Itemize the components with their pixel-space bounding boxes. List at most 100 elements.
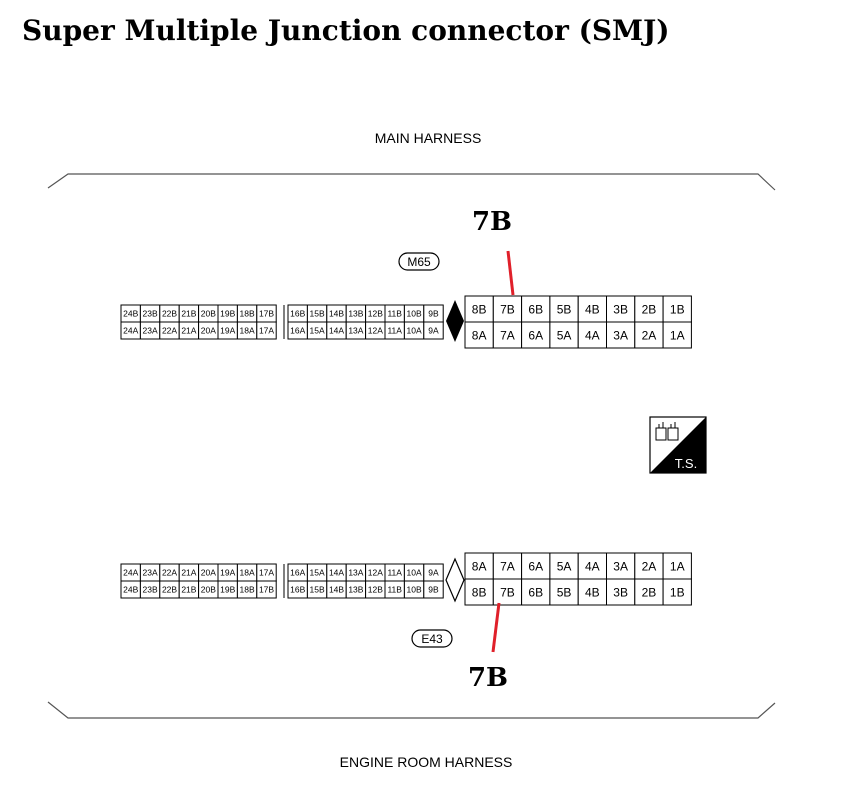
- m65-mid-pin-label: 9B: [428, 309, 439, 319]
- m65-right-pin-label: 3A: [613, 328, 628, 342]
- m65-right-pin-cell: [634, 295, 664, 323]
- e43-right-pin-cell: [634, 552, 664, 580]
- m65-right-pin-label: 5B: [557, 302, 572, 316]
- m65-mid-pin-cell: [423, 321, 444, 340]
- e43-right-pin-cell: [606, 552, 636, 580]
- m65-right-pin-cell: [606, 295, 636, 323]
- m65-right-pin-label: 4A: [585, 328, 600, 342]
- m65-left-pin-label: 20B: [201, 309, 216, 319]
- e43-left-pin-label: 19A: [220, 568, 235, 578]
- m65-left-pin-label: 22B: [162, 309, 177, 319]
- e43-mid-pin-label: 10A: [407, 568, 422, 578]
- ts-badge-triangle: [650, 417, 706, 473]
- e43-left-pin-label: 23B: [143, 585, 158, 595]
- m65-mid-pin-label: 11B: [387, 309, 402, 319]
- m65-right-pin-cell: [492, 321, 523, 349]
- ts-badge: T.S.: [649, 416, 707, 474]
- e43-right-pin-label: 1A: [670, 559, 685, 573]
- m65-callout-line: [506, 250, 515, 296]
- m65-mid-pin-label: 11A: [387, 326, 402, 336]
- m65-left-pin-label: 19A: [220, 326, 235, 336]
- e43-diamond-key: [445, 557, 465, 603]
- m65-mid-pin-label: 16B: [290, 309, 305, 319]
- e43-right-pin-cell: [492, 552, 523, 580]
- e43-right-pin-label: 4B: [585, 585, 600, 599]
- e43-right-pin-cell: [492, 578, 523, 606]
- e43-left-pin-label: 21B: [181, 585, 196, 595]
- e43-right-pin-label: 2A: [642, 559, 657, 573]
- m65-right-pin-label: 1A: [670, 328, 685, 342]
- m65-mid-pin-label: 16A: [290, 326, 305, 336]
- m65-id-badge: [398, 252, 440, 271]
- e43-mid-pin-label: 9A: [428, 568, 439, 578]
- e43-mid-pin-label: 15A: [310, 568, 325, 578]
- e43-mid-pin-label: 16B: [290, 585, 305, 595]
- m65-right-pin-label: 4B: [585, 302, 600, 316]
- e43-left-pin-label: 24A: [123, 568, 138, 578]
- e43-mid-pin-label: 13A: [348, 568, 363, 578]
- frame-bottom-line: [47, 701, 776, 719]
- m65-left-pin-label: 19B: [220, 309, 235, 319]
- e43-right-pin-label: 5A: [557, 559, 572, 573]
- e43-mid-pin-label: 12A: [368, 568, 383, 578]
- m65-right-pin-label: 1B: [670, 302, 685, 316]
- m65-right-pin-label: 6B: [528, 302, 543, 316]
- e43-right-pin-label: 1B: [670, 585, 685, 599]
- e43-right-pin-label: 6A: [528, 559, 543, 573]
- m65-right-pin-label: 3B: [613, 302, 628, 316]
- page-title: Super Multiple Junction connector (SMJ): [22, 14, 670, 47]
- m65-left-pin-label: 24B: [123, 309, 138, 319]
- e43-right-pin-cell: [662, 552, 692, 580]
- m65-mid-pin-label: 15A: [310, 326, 325, 336]
- m65-left-pin-label: 22A: [162, 326, 177, 336]
- m65-mid-pin-label: 15B: [310, 309, 325, 319]
- m65-left-pin-label: 21A: [181, 326, 196, 336]
- e43-left-pin-label: 20B: [201, 585, 216, 595]
- e43-right-pin-cell: [549, 578, 579, 606]
- e43-right-pin-cell: [662, 578, 692, 606]
- m65-right-pin-label: 2A: [642, 328, 657, 342]
- m65-mid-pin-label: 14A: [329, 326, 344, 336]
- m65-right-pin-label: 5A: [557, 328, 572, 342]
- m65-mid-pin-label: 10A: [407, 326, 422, 336]
- e43-callout-label: 7B: [468, 663, 508, 693]
- engine-room-harness-label: ENGINE ROOM HARNESS: [340, 754, 513, 770]
- e43-right-pin-label: 7A: [500, 559, 515, 573]
- m65-diamond-key: [446, 300, 464, 342]
- m65-right-pin-cell: [521, 321, 551, 349]
- m65-right-pin-label: 6A: [528, 328, 543, 342]
- e43-left-pin-label: 18B: [240, 585, 255, 595]
- e43-left-pin-label: 17A: [259, 568, 274, 578]
- m65-id-label: M65: [407, 255, 431, 269]
- m65-right-pin-label: 2B: [642, 302, 657, 316]
- m65-mid-pin-label: 12A: [368, 326, 383, 336]
- m65-right-pin-cell: [521, 295, 551, 323]
- e43-left-pin-label: 23A: [143, 568, 158, 578]
- e43-left-pin-label: 24B: [123, 585, 138, 595]
- m65-callout-label: 7B: [472, 207, 512, 237]
- e43-mid-pin-label: 15B: [310, 585, 325, 595]
- m65-left-pin-label: 20A: [201, 326, 216, 336]
- m65-mid-pin-label: 14B: [329, 309, 344, 319]
- ts-connector-icon: [655, 422, 679, 441]
- e43-mid-pin-label: 11B: [387, 585, 402, 595]
- e43-mid-pin-label: 13B: [348, 585, 363, 595]
- m65-mid-pin-label: 12B: [368, 309, 383, 319]
- e43-right-pin-cell: [549, 552, 579, 580]
- e43-left-pin-label: 21A: [181, 568, 196, 578]
- e43-right-pin-label: 5B: [557, 585, 572, 599]
- frame-top-line: [47, 173, 776, 191]
- e43-right-pin-label: 3B: [613, 585, 628, 599]
- m65-right-pin-cell: [662, 321, 692, 349]
- m65-right-pin-cell: [634, 321, 664, 349]
- e43-right-pin-label: 6B: [528, 585, 543, 599]
- m65-mid-pin-label: 10B: [407, 309, 422, 319]
- e43-id-label: E43: [421, 632, 443, 646]
- e43-right-pin-label: 7B: [500, 585, 515, 599]
